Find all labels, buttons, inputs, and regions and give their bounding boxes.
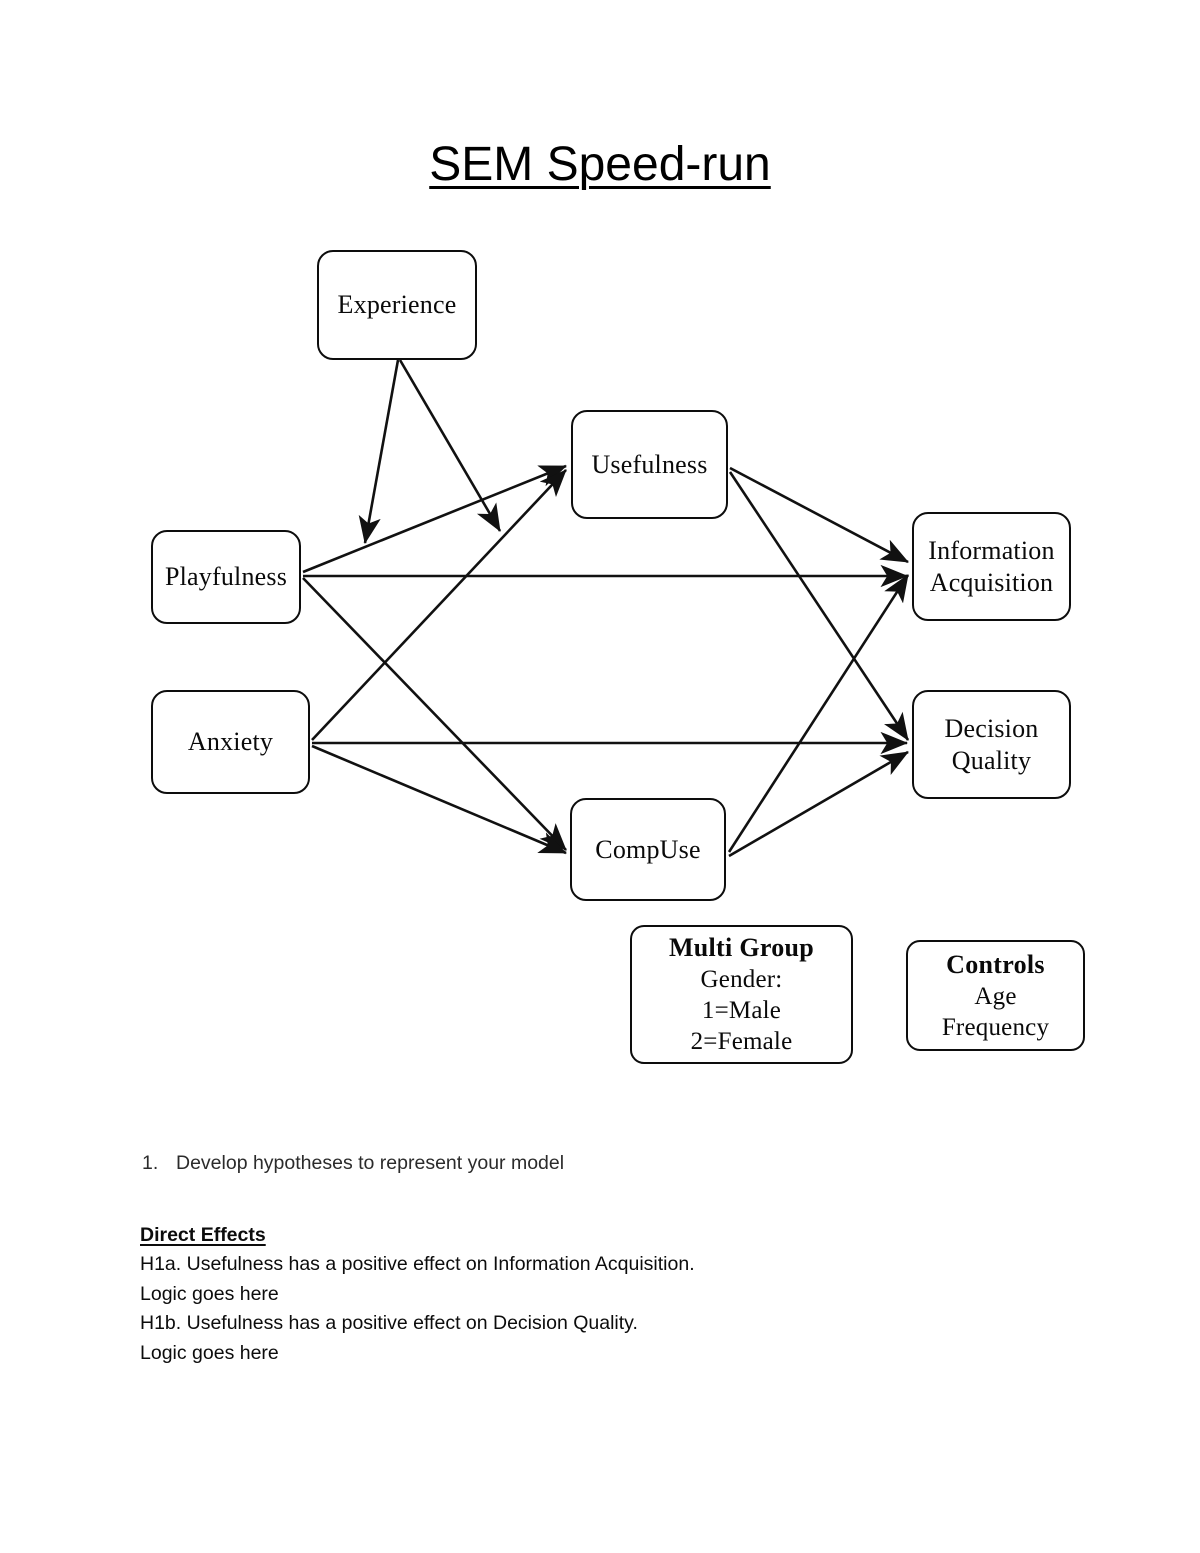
edge-experience-left	[358, 359, 400, 545]
edge-usefulness-infoacq	[729, 466, 909, 564]
node-compuse-label: CompUse	[595, 834, 701, 864]
edge-anxiety-usefulness	[311, 469, 567, 741]
node-decision-quality-label: Decision Quality	[944, 713, 1039, 775]
multi-group-header: Multi Group	[668, 933, 815, 962]
controls-line-1: Age	[974, 982, 1017, 1010]
node-controls[interactable]: Controls Age Frequency	[906, 940, 1085, 1051]
direct-effects-heading: Direct Effects	[140, 1224, 266, 1246]
node-decision-quality[interactable]: Decision Quality	[912, 690, 1071, 799]
logic-line: Logic goes here	[140, 1282, 279, 1305]
node-experience-label: Experience	[337, 290, 457, 319]
hypothesis-line: H1b. Usefulness has a positive effect on…	[140, 1312, 638, 1334]
node-usefulness[interactable]: Usefulness	[571, 410, 728, 519]
list-item: 1. Develop hypotheses to represent your …	[142, 1150, 1200, 1176]
edge-anxiety-compuse	[311, 744, 567, 855]
edge-usefulness-decquality	[728, 471, 910, 741]
body-text: 1. Develop hypotheses to represent your …	[0, 1150, 1200, 1368]
node-playfulness-label: Playfulness	[164, 562, 288, 591]
multi-group-line-1: Gender:	[700, 966, 783, 993]
node-playfulness[interactable]: Playfulness	[151, 530, 301, 624]
node-anxiety[interactable]: Anxiety	[151, 690, 310, 794]
page-title: SEM Speed-run	[0, 136, 1200, 194]
edge-experience-right	[398, 359, 502, 532]
node-compuse[interactable]: CompUse	[570, 798, 726, 901]
multi-group-line-3: 2=Female	[690, 1028, 793, 1055]
controls-header: Controls	[946, 949, 1045, 979]
controls-line-2: Frequency	[941, 1013, 1050, 1041]
edge-playfulness-compuse	[302, 577, 567, 851]
node-experience[interactable]: Experience	[317, 250, 477, 360]
numbered-list: 1. Develop hypotheses to represent your …	[0, 1150, 1200, 1176]
node-information-acquisition-label: Information Acquisition	[928, 535, 1055, 597]
node-anxiety-label: Anxiety	[187, 727, 274, 756]
multi-group-line-2: 1=Male	[701, 997, 782, 1024]
edge-compuse-decquality	[728, 750, 909, 858]
node-information-acquisition[interactable]: Information Acquisition	[912, 512, 1071, 621]
node-multi-group[interactable]: Multi Group Gender: 1=Male 2=Female	[630, 925, 853, 1064]
logic-line: Logic goes here	[140, 1341, 279, 1364]
list-item-text: Develop hypotheses to represent your mod…	[176, 1152, 565, 1174]
sem-path-diagram: Experience Usefulness Playfulness Inform…	[151, 250, 1085, 1064]
node-usefulness-label: Usefulness	[591, 449, 708, 479]
direct-effects-section: Direct Effects H1a. Usefulness has a pos…	[140, 1220, 1200, 1368]
edge-playfulness-usefulness	[302, 464, 567, 574]
page-title-text: SEM Speed-run	[429, 138, 771, 191]
hypothesis-line: H1a. Usefulness has a positive effect on…	[140, 1253, 695, 1275]
edge-compuse-infoacq	[727, 574, 910, 853]
list-item-number: 1.	[142, 1152, 159, 1174]
